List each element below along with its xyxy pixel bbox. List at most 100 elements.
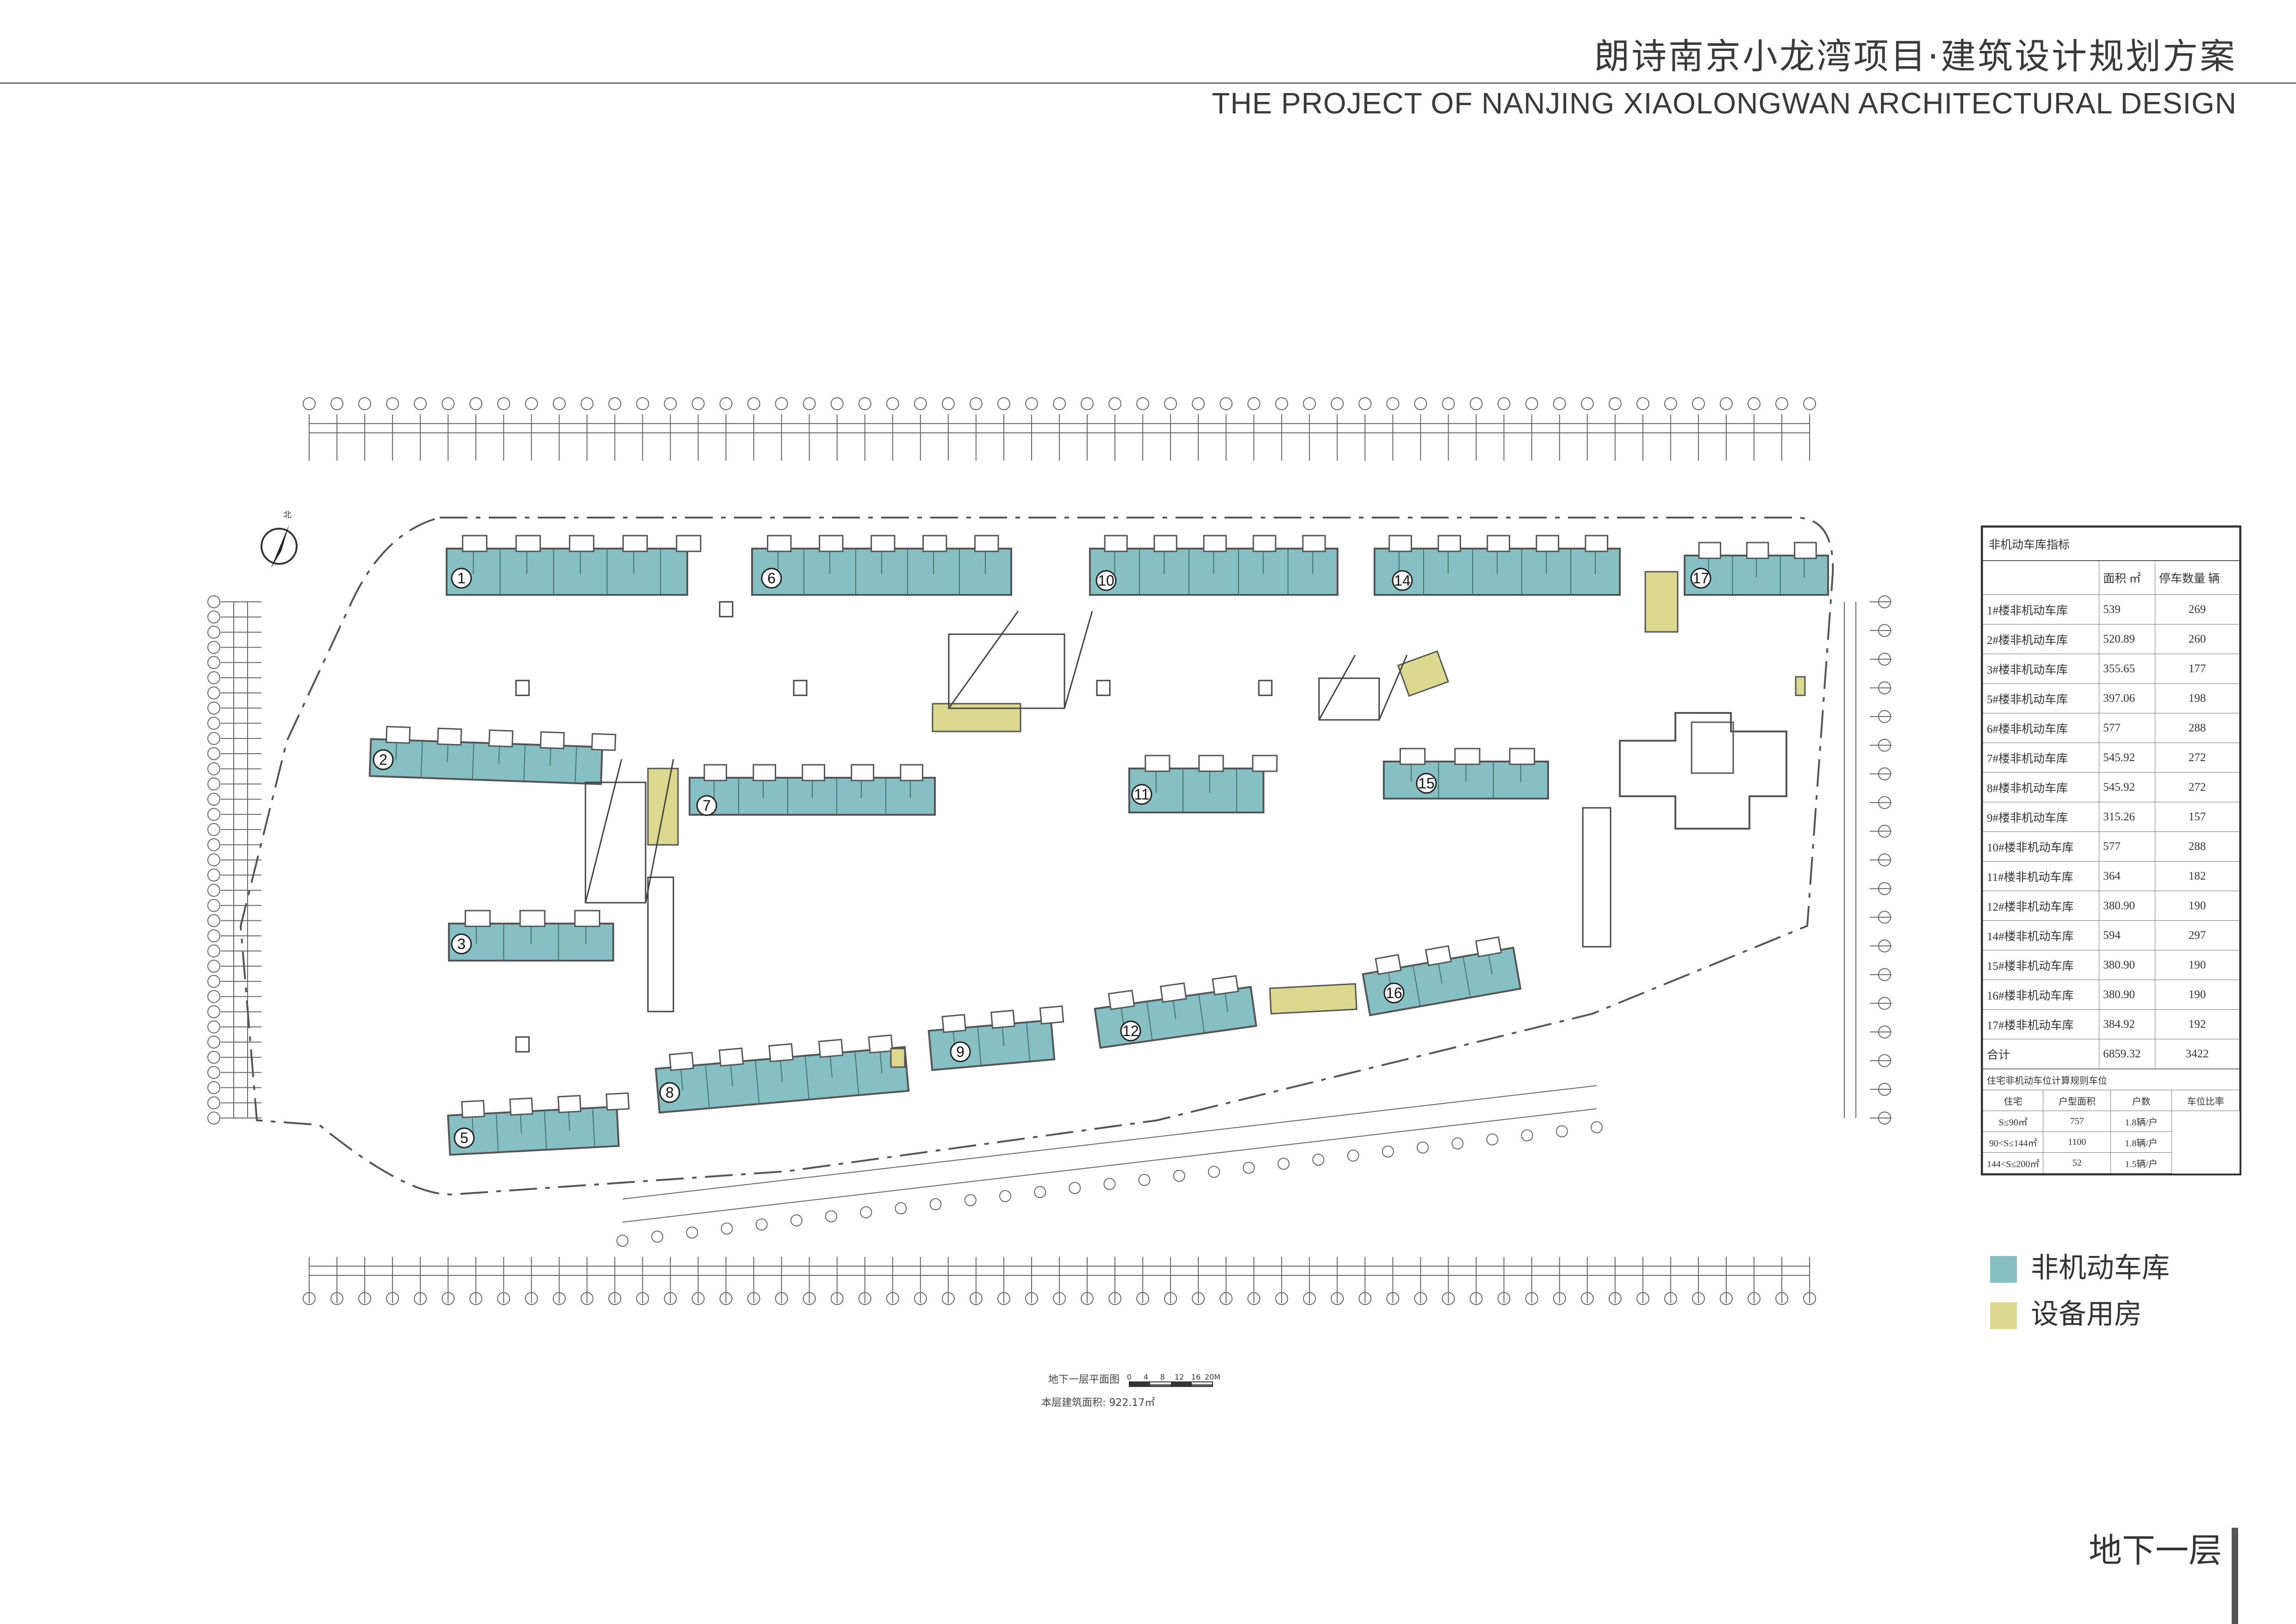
- building-number: 12: [1120, 1020, 1141, 1042]
- building-number-label: 16: [1386, 985, 1402, 1001]
- ramp: [647, 876, 674, 1012]
- table-cell-area: 545.92: [2099, 743, 2155, 773]
- table-cell-area: 577: [2099, 713, 2155, 743]
- plan-caption: 地下一层平面图: [1048, 1374, 1120, 1386]
- building-footprint: [448, 910, 614, 962]
- building-number: 7: [696, 795, 717, 816]
- table-cell-area: 520.89: [2099, 624, 2155, 654]
- building-number: 15: [1416, 773, 1437, 794]
- table-header-area: 面积 ㎡: [2099, 560, 2155, 595]
- legend-item-garage: 非机动车库: [1990, 1245, 2170, 1286]
- table-cell-spaces: 288: [2154, 713, 2240, 743]
- building-number-label: 15: [1418, 775, 1435, 792]
- table-cell-name: 9#楼非机动车库: [1982, 802, 2100, 832]
- rule-caption: 住宅非机动车位计算规则车位: [1983, 1069, 2240, 1090]
- rule-head-ratio: 车位比率: [2172, 1090, 2240, 1111]
- rule-cell-type: 90<S≤144㎡: [1982, 1131, 2044, 1153]
- building-number-label: 8: [666, 1084, 674, 1101]
- title-divider: [0, 82, 2296, 84]
- table-cell-name: 2#楼非机动车库: [1982, 624, 2100, 654]
- building-footprint: [447, 1092, 630, 1156]
- buildings: [368, 535, 1829, 1156]
- building-number: 11: [1131, 784, 1152, 805]
- table-cell-area: 545.92: [2099, 772, 2155, 802]
- building-number: 17: [1690, 568, 1711, 589]
- building-number-label: 17: [1692, 570, 1709, 587]
- table-cell-area: 594: [2099, 920, 2155, 950]
- table-cell-spaces: 190: [2154, 950, 2240, 980]
- table-total-label: 合计: [1982, 1039, 2100, 1069]
- building-number: 2: [373, 749, 394, 770]
- building-footprint: [927, 1005, 1064, 1071]
- table-cell-area: 577: [2099, 831, 2155, 862]
- table-header-spaces: 停车数量 辆: [2154, 560, 2240, 595]
- table-cell-area: 539: [2099, 594, 2155, 625]
- table-cell-spaces: 177: [2154, 654, 2240, 684]
- table-cell-name: 8#楼非机动车库: [1982, 772, 2100, 802]
- table-cell-area: 380.90: [2099, 891, 2155, 921]
- legend-garage-label: 非机动车库: [2031, 1252, 2170, 1284]
- building-number: 14: [1392, 570, 1413, 591]
- shaft: [515, 680, 530, 696]
- building-footprint: [751, 535, 1012, 596]
- rule-cell-ratio: 1.8辆/户: [2110, 1111, 2172, 1132]
- building-footprint: [368, 725, 616, 785]
- table-cell-area: 397.06: [2099, 683, 2155, 713]
- table-cell-spaces: 269: [2154, 594, 2240, 625]
- building-number-label: 10: [1098, 572, 1114, 589]
- building-number: 9: [950, 1041, 971, 1062]
- table-cell-name: 15#楼非机动车库: [1982, 950, 2100, 980]
- table-cell-name: 10#楼非机动车库: [1982, 831, 2100, 862]
- table-cell-area: 380.90: [2099, 950, 2155, 980]
- table-cell-area: 364: [2099, 861, 2155, 891]
- table-cell-name: 3#楼非机动车库: [1982, 654, 2100, 684]
- table-cell-spaces: 182: [2154, 861, 2240, 891]
- rule-side-label: 住宅: [1982, 1090, 2044, 1111]
- equipment-room: [1269, 983, 1357, 1015]
- table-cell-name: 5#楼非机动车库: [1982, 683, 2100, 713]
- table-cell-name: 6#楼非机动车库: [1982, 713, 2100, 743]
- table-cell-spaces: 192: [2154, 1009, 2240, 1039]
- building-number-label: 7: [703, 797, 711, 814]
- clubhouse-outline: [1619, 712, 1787, 830]
- scale-label: 12: [1175, 1373, 1184, 1381]
- building-number-label: 6: [767, 570, 776, 587]
- table-caption: 非机动车库指标: [1983, 527, 2240, 561]
- building-footprint: [1383, 748, 1549, 800]
- table-cell-spaces: 272: [2154, 743, 2240, 773]
- building-number: 1: [451, 568, 472, 589]
- building-footprint: [1089, 535, 1338, 596]
- scale-label: 16: [1191, 1373, 1201, 1381]
- table-cell-spaces: 297: [2154, 920, 2240, 950]
- building-footprint: [1094, 975, 1257, 1049]
- table-cell-name: 17#楼非机动车库: [1982, 1009, 2100, 1039]
- rule-cell-ratio: 1.5辆/户: [2110, 1152, 2172, 1174]
- building-footprint: [1374, 535, 1621, 596]
- legend-equipment-label: 设备用房: [2031, 1298, 2142, 1330]
- table-cell-spaces: 272: [2154, 772, 2240, 802]
- shaft: [515, 1036, 530, 1053]
- table-cell-name: 12#楼非机动车库: [1982, 891, 2100, 921]
- rule-head-count: 户数: [2110, 1090, 2172, 1111]
- page-title: 朗诗南京小龙湾项目·建筑设计规划方案: [1594, 36, 2237, 77]
- table-cell-name: 7#楼非机动车库: [1982, 743, 2100, 773]
- shaft: [1096, 680, 1111, 696]
- table-cell-spaces: 288: [2154, 831, 2240, 862]
- rule-cell-count: 1100: [2043, 1131, 2111, 1153]
- ramp: [948, 611, 1093, 709]
- building-number: 3: [451, 933, 472, 955]
- site-boundary: [239, 517, 1834, 1196]
- north-label: 北: [283, 510, 292, 520]
- scale-label: 20M: [1205, 1373, 1220, 1381]
